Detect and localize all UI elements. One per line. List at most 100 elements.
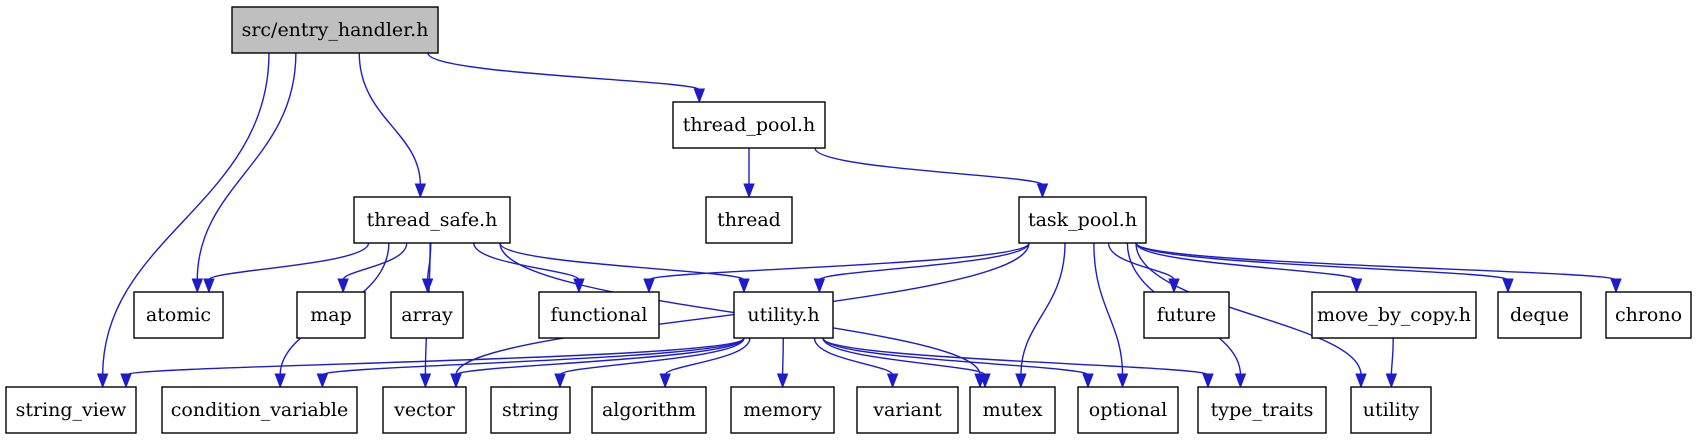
node-box-utility_h [733, 291, 834, 339]
node-type_traits[interactable]: type_traits [1197, 386, 1327, 434]
node-algorithm[interactable]: algorithm [591, 386, 707, 434]
edge-task_pool-to-utility [1135, 242, 1362, 376]
edge-task_pool-to-utility_h [818, 242, 1030, 281]
node-entry_handler[interactable]: src/entry_handler.h [231, 6, 439, 54]
node-box-atomic [133, 291, 224, 339]
node-label-map: map [310, 304, 352, 326]
arrowhead-task_pool-to-chrono [1610, 278, 1622, 294]
edge-thread_safe-to-functional [473, 242, 580, 281]
node-atomic[interactable]: atomic [133, 291, 224, 339]
edge-thread_safe-to-utility_h [499, 242, 745, 281]
node-box-thread [705, 196, 793, 244]
edge-utility_h-to-vector [455, 337, 745, 376]
node-box-map [296, 291, 366, 339]
node-label-utility: utility [1363, 399, 1420, 421]
arrowhead-thread_safe-to-map [337, 278, 349, 294]
node-label-array: array [401, 304, 453, 326]
edge-utility_h-to-string [559, 337, 745, 376]
node-array[interactable]: array [390, 291, 464, 339]
edge-utility_h-to-string_view [125, 337, 745, 376]
node-label-move_by_copy: move_by_copy.h [1317, 304, 1471, 326]
node-box-utility [1350, 386, 1432, 434]
node-string_view[interactable]: string_view [5, 386, 137, 434]
edge-utility_h-to-condition_variable [321, 337, 745, 376]
node-memory[interactable]: memory [730, 386, 835, 434]
node-box-entry_handler [231, 6, 439, 54]
arrowhead-entry_handler-to-thread_safe [414, 183, 427, 199]
node-label-future: future [1157, 304, 1216, 326]
nodes-layer: src/entry_handler.h thread_pool.h thread_s… [5, 6, 1692, 434]
node-box-array [390, 291, 464, 339]
node-label-functional: functional [551, 304, 648, 326]
node-box-deque [1497, 291, 1582, 339]
node-box-thread_pool [672, 101, 826, 149]
node-variant[interactable]: variant [856, 386, 959, 434]
arrowhead-task_pool-to-mutex [1015, 373, 1027, 389]
arrowhead-utility_h-to-mutex [979, 373, 991, 389]
node-box-variant [856, 386, 959, 434]
node-label-atomic: atomic [146, 304, 211, 326]
node-deque[interactable]: deque [1497, 291, 1582, 339]
edge-utility_h-to-variant [813, 337, 894, 376]
node-label-condition_variable: condition_variable [171, 399, 348, 421]
node-box-memory [730, 386, 835, 434]
edge-entry_handler-to-string_view [101, 52, 270, 376]
arrowhead-utility_h-to-string_view [120, 373, 132, 389]
node-label-deque: deque [1510, 304, 1569, 326]
node-box-string_view [5, 386, 137, 434]
node-label-optional: optional [1089, 399, 1167, 421]
node-box-algorithm [591, 386, 707, 434]
node-label-mutex: mutex [983, 399, 1043, 421]
edge-thread_safe-to-map [342, 242, 408, 281]
edge-task_pool-to-mutex [1020, 242, 1066, 376]
arrowhead-move_by_copy-to-utility [1385, 373, 1398, 389]
edge-utility_h-to-memory [781, 337, 784, 376]
arrowhead-thread_safe-to-condition_variable [274, 373, 286, 389]
node-box-functional [538, 291, 660, 339]
edge-task_pool-to-move_by_copy [1135, 242, 1358, 281]
edge-thread_pool-to-task_pool [814, 147, 1044, 186]
node-chrono[interactable]: chrono [1605, 291, 1692, 339]
node-box-move_by_copy [1311, 291, 1477, 339]
node-map[interactable]: map [296, 291, 366, 339]
arrowhead-thread_safe-to-vector [419, 373, 432, 389]
node-future[interactable]: future [1143, 291, 1230, 339]
node-label-string_view: string_view [16, 399, 127, 421]
node-mutex[interactable]: mutex [969, 386, 1056, 434]
node-box-task_pool [1018, 196, 1147, 244]
arrowhead-task_pool-to-utility_h [813, 278, 826, 294]
node-thread_safe[interactable]: thread_safe.h [353, 196, 511, 244]
node-utility_h[interactable]: utility.h [733, 291, 834, 339]
node-task_pool[interactable]: task_pool.h [1018, 196, 1147, 244]
arrowhead-entry_handler-to-thread_pool [693, 88, 706, 104]
node-label-chrono: chrono [1615, 304, 1682, 326]
arrowhead-task_pool-to-deque [1502, 278, 1514, 294]
arrowhead-utility_h-to-memory [776, 373, 789, 389]
node-utility[interactable]: utility [1350, 386, 1432, 434]
node-move_by_copy[interactable]: move_by_copy.h [1311, 291, 1477, 339]
node-label-task_pool: task_pool.h [1028, 209, 1137, 231]
node-optional[interactable]: optional [1077, 386, 1179, 434]
node-label-utility_h: utility.h [747, 304, 819, 326]
edge-thread_safe-to-atomic [208, 242, 370, 281]
arrowhead-thread_safe-to-utility_h [738, 278, 750, 294]
node-label-algorithm: algorithm [602, 399, 696, 421]
node-box-future [1143, 291, 1230, 339]
node-box-thread_safe [353, 196, 511, 244]
node-functional[interactable]: functional [538, 291, 660, 339]
node-condition_variable[interactable]: condition_variable [161, 386, 358, 434]
edge-utility_h-to-mutex [822, 337, 986, 376]
node-box-string [490, 386, 571, 434]
node-label-memory: memory [743, 399, 822, 421]
arrowhead-task_pool-to-functional [643, 278, 655, 294]
edge-task_pool-to-functional [648, 242, 1030, 281]
node-thread[interactable]: thread [705, 196, 793, 244]
node-thread_pool[interactable]: thread_pool.h [672, 101, 826, 149]
node-label-variant: variant [872, 399, 942, 421]
node-string[interactable]: string [490, 386, 571, 434]
node-label-vector: vector [393, 399, 456, 421]
node-vector[interactable]: vector [382, 386, 467, 434]
arrowhead-task_pool-to-move_by_copy [1350, 278, 1363, 294]
arrowhead-utility_h-to-condition_variable [316, 373, 329, 389]
